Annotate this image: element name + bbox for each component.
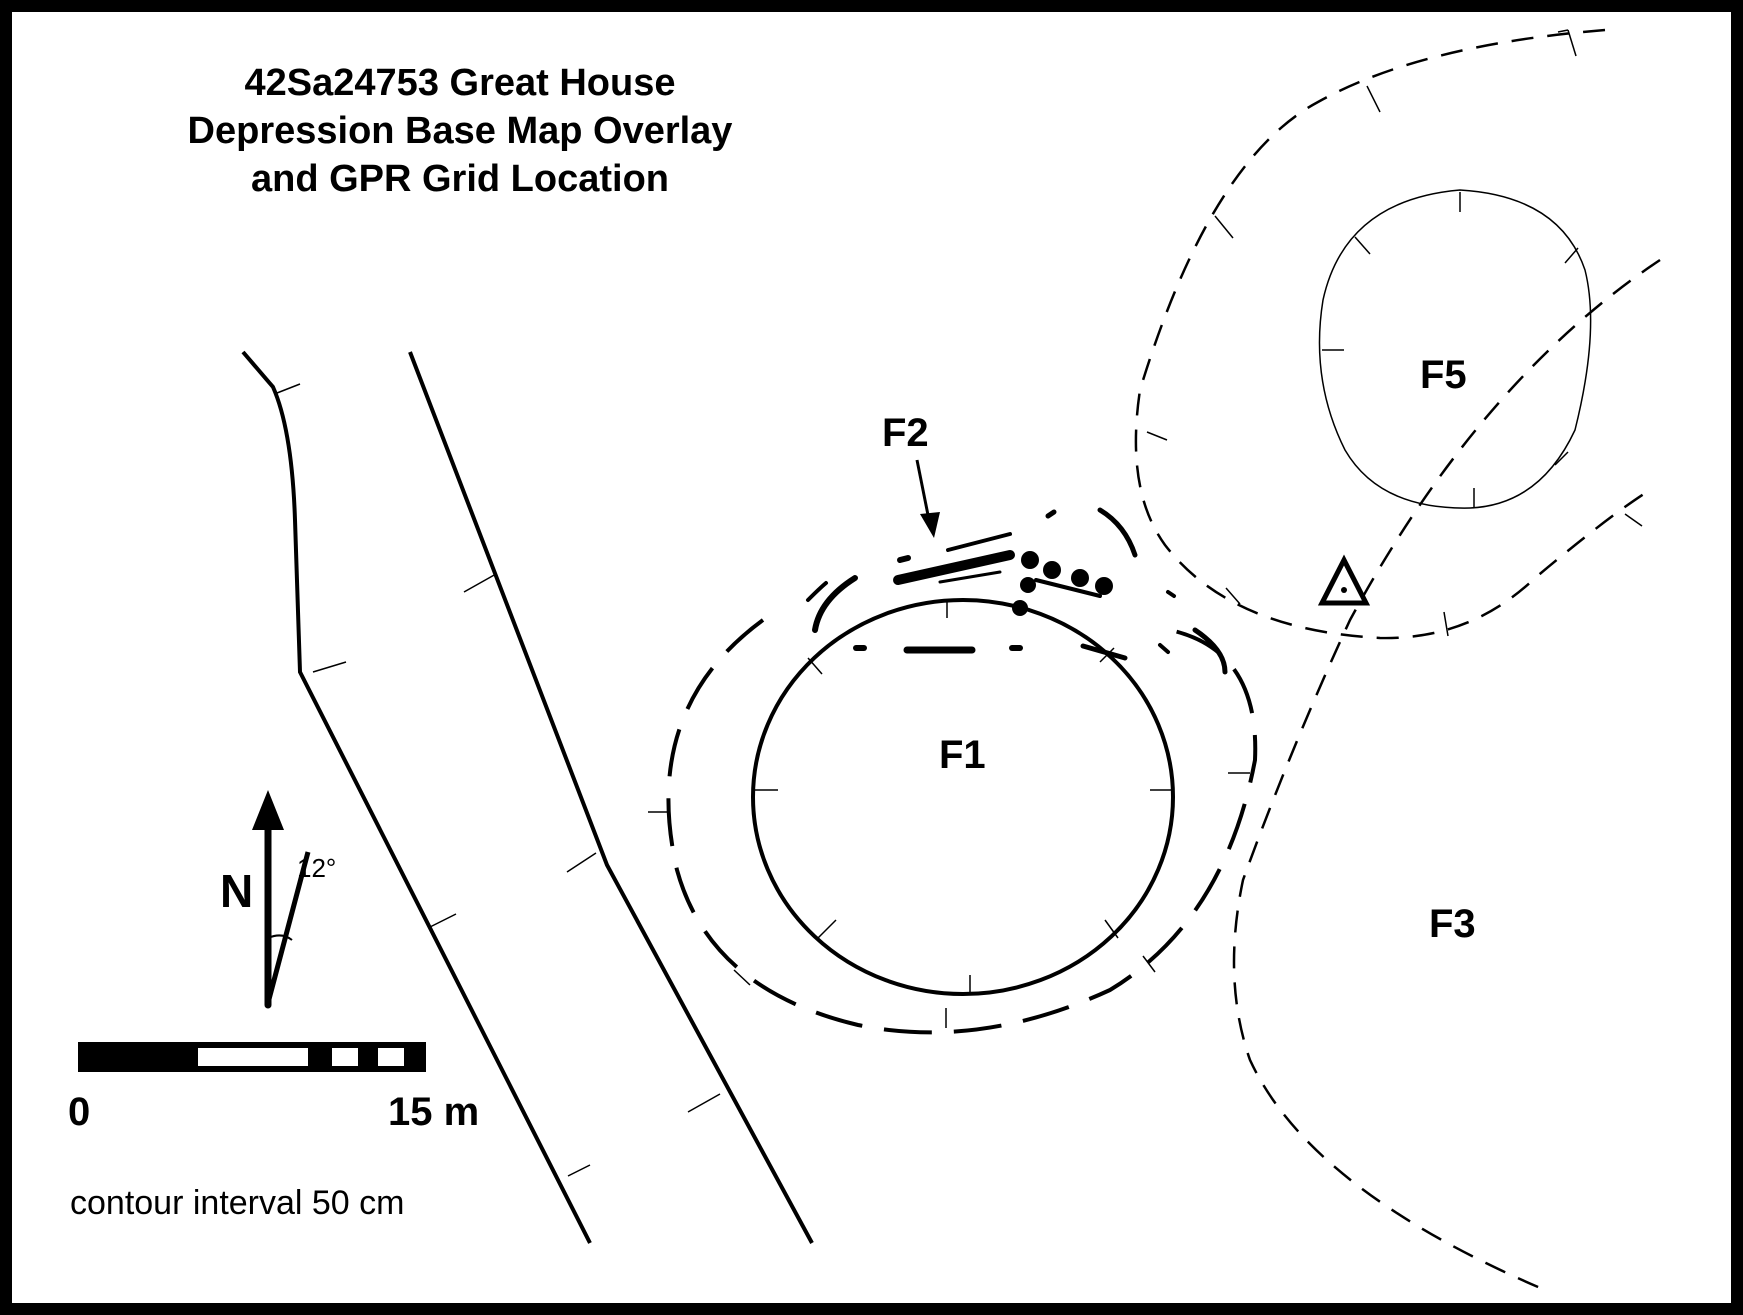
feature-label-f3: F3 (1429, 902, 1476, 946)
map-title-line1: 42Sa24753 Great House (244, 62, 676, 104)
map-title-line2: Depression Base Map Overlay (187, 110, 733, 152)
f1-depression-contour (751, 598, 1175, 996)
feature-label-f5: F5 (1420, 353, 1467, 397)
scale-label-end: 15 m (388, 1090, 480, 1134)
f2-stone-dots (1012, 551, 1113, 616)
contour-interval-note: contour interval 50 cm (70, 1184, 405, 1222)
f2-arrow-icon (915, 459, 940, 538)
f1-outer-dashed-contour (666, 618, 1258, 1035)
f1-outer-ticks (648, 772, 1250, 1028)
triangle-datum-icon (1317, 554, 1371, 606)
scale-label-start: 0 (68, 1090, 91, 1134)
declination-label: 12° (297, 853, 337, 883)
feature-label-f1: F1 (939, 733, 986, 777)
f1-contour-ticks (755, 600, 1172, 993)
contour-line-west-inner (408, 351, 814, 1244)
scale-bar (78, 1042, 426, 1072)
f5-mound-contour (1318, 189, 1592, 509)
feature-label-f2: F2 (882, 411, 929, 455)
f2-wall-segments (806, 507, 1228, 675)
contour-ticks-west-inner (463, 573, 721, 1113)
contour-line-west-outer (241, 350, 592, 1244)
f3-north-ticks (1146, 29, 1643, 637)
north-label: N (220, 865, 254, 917)
map-title-line3: and GPR Grid Location (250, 158, 670, 200)
f3-dashed-contour-south (1232, 258, 1661, 1292)
f3-dashed-contour-north (1134, 28, 1651, 640)
contour-ticks-west-outer (276, 383, 591, 1177)
north-arrow-icon (252, 790, 311, 1009)
f5-mound-ticks (1322, 192, 1579, 508)
